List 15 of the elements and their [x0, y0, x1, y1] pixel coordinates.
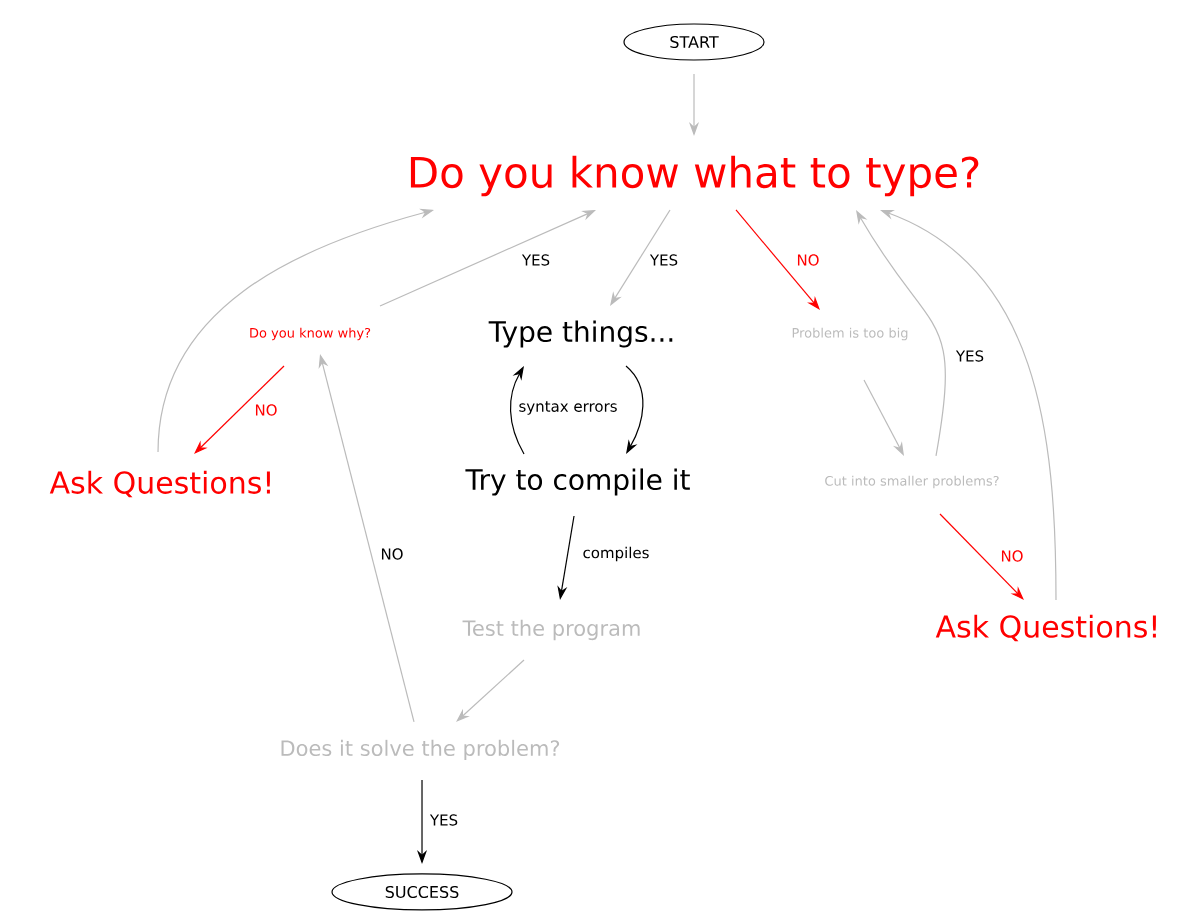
arrow [735, 209, 820, 310]
node-text: Ask Questions! [49, 470, 270, 498]
arrow [456, 659, 525, 722]
arrow [610, 209, 671, 306]
node-text: Test the program [462, 619, 640, 641]
arrow [625, 365, 644, 454]
node-text: Type things... [488, 320, 673, 348]
node-text: Does it solve the problem? [281, 739, 560, 761]
arrow [194, 365, 285, 454]
arrow [939, 513, 1024, 600]
arrow [856, 210, 946, 457]
node-text: Do you know what to type? [410, 155, 979, 197]
arrow [509, 366, 525, 455]
node-text: Try to compile it [465, 468, 690, 496]
node-text: Ask Questions! [935, 614, 1156, 642]
